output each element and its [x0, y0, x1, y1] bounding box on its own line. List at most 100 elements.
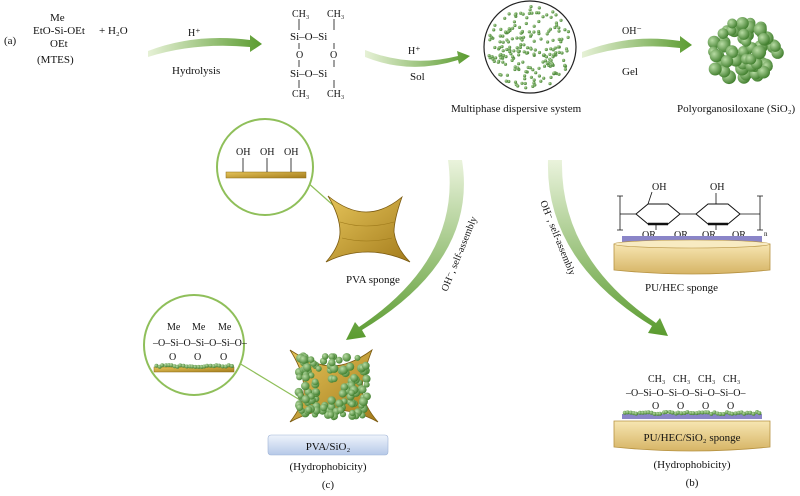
pva-me-2: Me: [192, 322, 206, 333]
dispersed-particle: [532, 24, 536, 28]
dispersed-particle: [532, 78, 536, 82]
pva-chain: –O–Si–O–Si–O–Si–O–: [152, 338, 248, 349]
pva-oh-2: OH: [260, 147, 274, 158]
dispersed-particle: [532, 52, 536, 56]
coating-particle: [338, 389, 347, 398]
pva-result-box: [267, 434, 389, 456]
dispersed-particle: [563, 28, 567, 32]
dispersed-particle: [537, 74, 542, 78]
dispersed-particle: [524, 21, 528, 26]
panel-a-tag: (a): [4, 35, 17, 47]
dispersed-particle: [517, 53, 521, 57]
dispersed-particle: [541, 60, 545, 64]
dispersed-particle: [527, 11, 532, 15]
dispersed-particle: [532, 30, 536, 34]
gel-catalyst: OH⁻: [622, 26, 642, 37]
dispersed-particle: [524, 70, 528, 74]
mtes-structure: Me EtO-Si-OEt OEt + H₂O (MTES): [33, 12, 128, 66]
film-particle: [733, 411, 738, 416]
siloxane-top-row: Si–O–Si: [290, 31, 327, 43]
film-particle: [184, 364, 189, 369]
dispersed-particle: [513, 65, 517, 69]
dispersed-particle: [507, 12, 511, 16]
pva-oh-callout: OH OH OH: [216, 118, 353, 223]
dispersed-particle: [554, 51, 558, 55]
dispersed-particle: [501, 53, 506, 58]
dispersed-particle: [507, 79, 511, 84]
siloxane-particle: [745, 53, 757, 65]
coating-particle: [348, 389, 355, 396]
dispersed-particle: [539, 79, 543, 83]
dispersed-particle: [552, 71, 556, 75]
pu-o-1: O: [652, 401, 659, 412]
film-particle: [721, 412, 726, 416]
pva-sponge-label: PVA sponge: [346, 274, 400, 286]
dispersed-particle: [537, 19, 541, 24]
dispersed-particle: [547, 29, 551, 33]
coating-particle: [312, 388, 320, 396]
pu-sio2-structure: CH₃ CH₃ CH₃ CH₃ –O–Si–O–Si–O–Si–O–Si–O– …: [622, 374, 762, 419]
coating-particle: [321, 353, 329, 360]
pu-o-3: O: [702, 401, 709, 412]
dispersed-particle: [521, 60, 525, 64]
pu-assembly-arrow: [547, 160, 668, 336]
gel-arrow: [582, 36, 692, 58]
hec-or-1: OR: [642, 230, 656, 241]
pu-ch3-1: CH₃: [648, 374, 665, 385]
pva-result-property: (Hydrophobicity): [290, 461, 367, 473]
pu-hec-sponge: [613, 236, 771, 275]
dispersed-particle: [507, 27, 511, 31]
pu-sponge-label: PU/HEC sponge: [645, 282, 718, 294]
dispersed-particle: [510, 58, 514, 63]
pva-me-3: Me: [218, 322, 232, 333]
dispersed-particle: [510, 55, 515, 59]
hec-oh-2: OH: [710, 182, 724, 193]
siloxane-particle: [708, 62, 722, 76]
dispersed-particle: [551, 48, 555, 52]
dispersed-particle: [501, 60, 505, 64]
coating-particle: [319, 403, 328, 412]
siloxane-particle: [753, 23, 767, 37]
dispersed-particle: [562, 58, 566, 63]
siloxane-particle: [709, 49, 723, 63]
pu-ch3-3: CH₃: [698, 374, 715, 385]
pva-sponge: [325, 195, 411, 263]
film-particle: [652, 411, 657, 416]
dispersed-particle: [542, 76, 546, 80]
dispersed-particle: [499, 52, 503, 57]
coating-particle: [301, 373, 310, 382]
coating-particle: [328, 358, 336, 367]
dispersed-particle: [544, 55, 549, 59]
siloxane-particle: [738, 28, 750, 40]
film-particle: [670, 410, 675, 415]
dispersed-particle: [492, 28, 496, 32]
polyorganosiloxane-cluster: [707, 17, 784, 85]
pva-sio2-sponge: [289, 348, 379, 423]
dispersed-particle: [523, 81, 527, 86]
dispersed-particle: [519, 11, 523, 15]
siloxane-o-1: O: [296, 50, 303, 61]
dispersed-particle: [550, 62, 555, 66]
dispersed-particle: [523, 77, 527, 81]
coating-particle: [301, 395, 310, 404]
dispersed-particle: [552, 53, 556, 57]
dispersed-particle: [539, 37, 543, 41]
coating-particle: [299, 355, 309, 364]
dispersed-particle: [523, 74, 527, 78]
panel-c-tag: (c): [322, 479, 335, 491]
dispersed-particle: [524, 86, 528, 90]
dispersed-particle: [545, 13, 549, 17]
dispersed-particle: [501, 49, 505, 53]
siloxane-particle: [752, 45, 767, 60]
coating-particle: [315, 365, 322, 372]
dispersed-particle: [507, 50, 512, 54]
siloxane-particle: [736, 17, 749, 30]
dispersed-particle: [566, 35, 570, 40]
dispersed-particle: [519, 43, 523, 47]
dispersed-particle: [556, 45, 560, 49]
film-particle: [718, 412, 723, 416]
dispersed-particle: [503, 62, 508, 66]
siloxane-particle: [720, 55, 734, 68]
dispersed-particle: [530, 11, 534, 15]
dispersed-particle: [493, 45, 497, 50]
